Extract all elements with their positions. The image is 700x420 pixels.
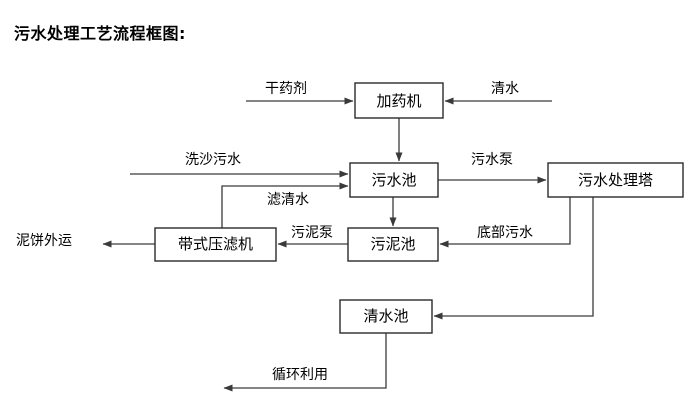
edge-label-clean-water: 清水 — [491, 81, 519, 97]
node-sludge-pool-label: 污泥池 — [370, 235, 415, 253]
node-clear-water-pool-box — [339, 299, 433, 334]
edge-bottom-sewage-to-sludge-pool — [439, 197, 571, 248]
node-belt-filter-press-box — [154, 227, 277, 262]
node-treatment-tower[interactable]: 污水处理塔 — [547, 162, 684, 198]
node-wastewater-pool[interactable]: 污水池 — [349, 162, 439, 198]
node-dosing-machine-box — [354, 82, 444, 119]
terminal-label-recycle-reuse: 循环利用 — [272, 367, 328, 383]
node-treatment-tower-box — [547, 162, 684, 198]
node-clear-water-pool-label: 清水池 — [363, 307, 408, 325]
node-wastewater-pool-label: 污水池 — [371, 171, 416, 189]
edge-label-filtered-clear-water: 滤清水 — [267, 192, 309, 208]
node-dosing-machine[interactable]: 加药机 — [354, 82, 444, 119]
node-dosing-machine-label: 加药机 — [376, 92, 421, 110]
edge-label-sand-wash-sewage: 洗沙污水 — [185, 152, 241, 168]
terminal-label-mud-cake-out: 泥饼外运 — [16, 233, 72, 249]
edge-label-dry-chemical: 干药剂 — [265, 81, 307, 97]
node-sludge-pool-box — [347, 227, 439, 262]
page-title: 污水处理工艺流程框图: — [14, 24, 186, 43]
edge-label-sludge-pump: 污泥泵 — [291, 225, 333, 241]
node-clear-water-pool[interactable]: 清水池 — [339, 299, 433, 334]
node-belt-filter-press-label: 带式压滤机 — [178, 235, 253, 253]
node-wastewater-pool-box — [349, 162, 439, 198]
node-treatment-tower-label: 污水处理塔 — [578, 171, 653, 189]
edge-filtered-water-to-wastewater-pool — [221, 182, 349, 228]
edge-treatment-tower-to-clear-water-pool — [433, 197, 594, 320]
edge-label-bottom-sewage: 底部污水 — [477, 225, 533, 241]
node-belt-filter-press[interactable]: 带式压滤机 — [154, 227, 277, 262]
node-sludge-pool[interactable]: 污泥池 — [347, 227, 439, 262]
edge-clear-water-pool-to-recycle — [223, 333, 387, 392]
edge-label-sewage-pump: 污水泵 — [471, 152, 513, 168]
